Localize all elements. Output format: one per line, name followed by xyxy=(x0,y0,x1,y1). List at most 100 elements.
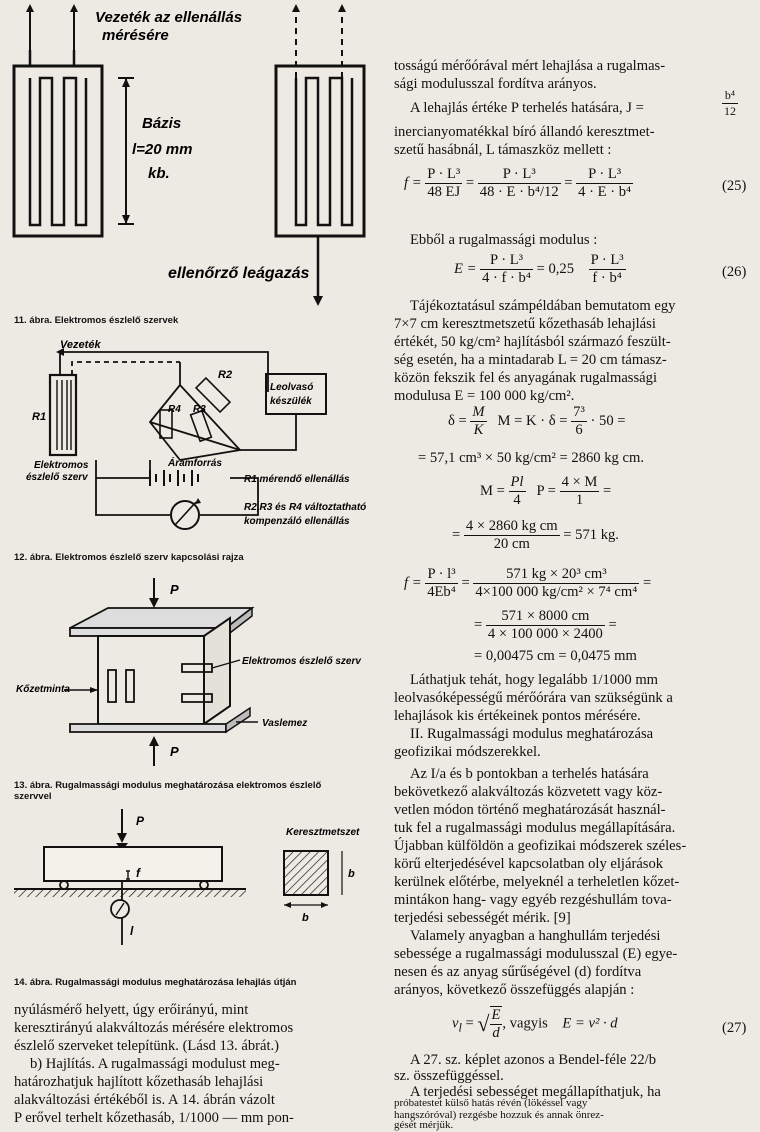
right-text-line: értékét, 50 kg/cm² hajlításból származó … xyxy=(394,334,671,350)
equation-26-number: (26) xyxy=(722,264,747,280)
fig11-label-bottom: ellenőrző leágazás xyxy=(168,265,309,282)
right-text-line: Valamely anyagban a hanghullám terjedési xyxy=(410,928,661,944)
figure-11: Vezeték az ellenállás mérésére Bázis l=2… xyxy=(12,4,366,306)
right-text-line: közön fekszik fel és anyagának rugalmass… xyxy=(394,370,657,386)
right-text-line: A terjedési sebességet megállapíthatjuk,… xyxy=(410,1084,661,1100)
right-text-line: tuk fel a rugalmassági modulus megállapí… xyxy=(394,820,676,836)
figure-13-caption-1: 13. ábra. Rugalmassági modulus meghatáro… xyxy=(14,780,322,791)
fig12-label-r4: R4 xyxy=(168,404,181,415)
left-text-line: keresztirányú alakváltozás mérésére elek… xyxy=(14,1020,294,1036)
fig12-label-leolvaso-1: Leolvasó xyxy=(270,382,313,393)
fig11-label-top-2: mérésére xyxy=(102,27,169,44)
right-text-line: inercianyomatékkal bíró állandó keresztm… xyxy=(394,124,655,140)
fig14-label-l: l xyxy=(130,924,134,938)
figure-12-caption: 12. ábra. Elektromos észlelő szerv kapcs… xyxy=(14,552,244,563)
right-text-line: Újabban külföldön a geofizikai módszerek… xyxy=(394,838,687,854)
right-text-line: II. Rugalmassági modulus meghatározása xyxy=(410,726,654,742)
fig11-label-base-1: Bázis xyxy=(142,115,181,132)
figure-12: Vezeték R1 R2 R4 R3 Leolvasó készülék Ár… xyxy=(26,339,366,530)
fig14-label-keresztmetszet: Keresztmetszet xyxy=(286,827,360,838)
right-text-line: sebessége a rugalmassági modulusszal (E)… xyxy=(394,946,678,962)
right-text-line: geofizikai módszerekkel. xyxy=(394,744,541,760)
fig11-label-base-3: kb. xyxy=(148,165,170,182)
fig12-label-aramforras: Áramforrás xyxy=(167,456,222,469)
fig12-label-r1: R1 xyxy=(32,411,46,423)
right-text-line: Láthatjuk tehát, hogy legalább 1/1000 mm xyxy=(410,672,659,688)
fig13-label-vaslemez: Vaslemez xyxy=(262,718,307,729)
fig12-label-vezetek: Vezeték xyxy=(60,339,101,351)
left-text-line: határozhatjuk hajlított kőzethasáb lehaj… xyxy=(14,1074,264,1090)
fig13-label-minta: Kőzetminta xyxy=(16,684,70,695)
fig12-label-szerv-2: észlelő szerv xyxy=(26,472,89,483)
right-text-line: leolvasóképességű mérőórára van szükségü… xyxy=(394,690,673,706)
fig12-label-r2: R2 xyxy=(218,369,232,381)
fig11-label-top-1: Vezeték az ellenállás xyxy=(95,9,242,26)
figure-13: P P Elektromos észlelő szerv Kőzetminta … xyxy=(16,578,362,766)
fig14-label-b-side: b xyxy=(348,868,355,880)
right-text-line: tosságú mérőórával mért lehajlása a ruga… xyxy=(394,58,666,74)
right-text-line: sz. összefüggéssel. xyxy=(394,1068,504,1084)
fig13-label-p-top: P xyxy=(170,582,179,597)
strain-gauge-1 xyxy=(12,64,104,238)
right-text-line: arányos, következő összefüggés alapján : xyxy=(394,982,635,998)
left-text-line: alakváltozási értékéből is. A 14. ábrán … xyxy=(14,1092,275,1108)
right-text-line: próbatestet külső hatás révén (lökéssel … xyxy=(394,1097,588,1109)
equation-25-number: (25) xyxy=(722,178,747,194)
right-text-line: Tájékoztatásul számpéldában bemutatom eg… xyxy=(410,298,676,314)
right-text-line: modulusa E = 100 000 kg/cm². xyxy=(394,388,575,404)
figure-13-caption-2: szervvel xyxy=(14,791,52,802)
fig14-label-b-bottom: b xyxy=(302,912,309,924)
right-text-line: terjedési sebességét mérik. [9] xyxy=(394,910,571,926)
left-text-line: nyúlásmérő helyett, úgy erőirányú, mint xyxy=(14,1002,249,1018)
left-text-line: észlelő szerveket telepítünk. (Lásd 13. … xyxy=(14,1038,280,1054)
right-text-line: A lehajlás értéke P terhelés hatására, J… xyxy=(410,100,644,116)
right-text-line: nesen és az anyag sűrűségével (d) fordít… xyxy=(394,964,642,980)
right-text-line: bekövetkező alakváltozás közvetett vagy … xyxy=(394,784,663,800)
right-text-line: mintákon hang- vagy egyéb rezgéshullám t… xyxy=(394,892,672,908)
right-text-line: A 27. sz. képlet azonos a Bendel-féle 22… xyxy=(410,1052,656,1068)
equation-27-number: (27) xyxy=(722,1020,747,1036)
fig14-label-f: f xyxy=(136,866,141,880)
right-text-line: lehajlások kis értékeinek pontos mérésér… xyxy=(394,708,641,724)
right-text-line: vetlen módon történő meghatározását hasz… xyxy=(394,802,666,818)
fig12-label-szerv-1: Elektromos xyxy=(34,460,89,471)
figure-14-caption: 14. ábra. Rugalmassági modulus meghatáro… xyxy=(14,977,297,988)
right-text-line: ség esetén, ha a mintadarab L = 20 cm tá… xyxy=(394,352,667,368)
right-text-line: kerülnek előtérbe, melyeknél a terheletl… xyxy=(394,874,680,890)
calc-line-2: = 57,1 cm³ × 50 kg/cm² = 2860 kg cm. xyxy=(418,450,644,466)
fig12-legend-1: R1 mérendő ellenállás xyxy=(244,474,350,485)
cross-section xyxy=(283,850,329,896)
figure-11-caption: 11. ábra. Elektromos észlelő szervek xyxy=(14,315,179,326)
right-text-line: Ebből a rugalmassági modulus : xyxy=(410,232,598,248)
fig13-label-szerv: Elektromos észlelő szerv xyxy=(242,656,362,667)
right-text-line: hangszóróval) rezgésbe hozzuk és annak ö… xyxy=(394,1109,604,1121)
right-text-line: körű elterjedésével kapcsolatban oly elj… xyxy=(394,856,664,872)
strain-gauge-2 xyxy=(274,64,366,238)
left-text-line: b) Hajlítás. A rugalmassági modulust meg… xyxy=(30,1056,280,1072)
calc-line-7: = 0,00475 cm = 0,0475 mm xyxy=(474,648,637,664)
fig11-label-base-2: l=20 mm xyxy=(132,141,192,158)
beam xyxy=(43,846,223,882)
left-text-line: P erővel terhelt kőzethasáb, 1/1000 — mm… xyxy=(14,1110,294,1126)
right-text-line: gését mérjük. xyxy=(394,1119,454,1131)
fig12-label-r3: R3 xyxy=(193,404,206,415)
figure-14: P f l Keresztmetszet b b xyxy=(14,809,360,945)
strain-gauge-1-grid xyxy=(28,50,88,227)
right-text-line: szetű hasábnál, L támaszköz mellett : xyxy=(394,142,612,158)
right-text-line: Az I/a és b pontokban a terhelés hatásár… xyxy=(410,766,649,782)
fig12-legend-2: R2,R3 és R4 változtatható xyxy=(244,502,366,513)
right-text-line: sági modulusszal fordítva arányos. xyxy=(394,76,597,92)
fig12-label-leolvaso-2: készülék xyxy=(270,396,312,407)
fig12-legend-3: kompenzáló ellenállás xyxy=(244,516,350,527)
fig13-label-p-bottom: P xyxy=(170,744,179,759)
fig14-label-p: P xyxy=(136,814,145,828)
